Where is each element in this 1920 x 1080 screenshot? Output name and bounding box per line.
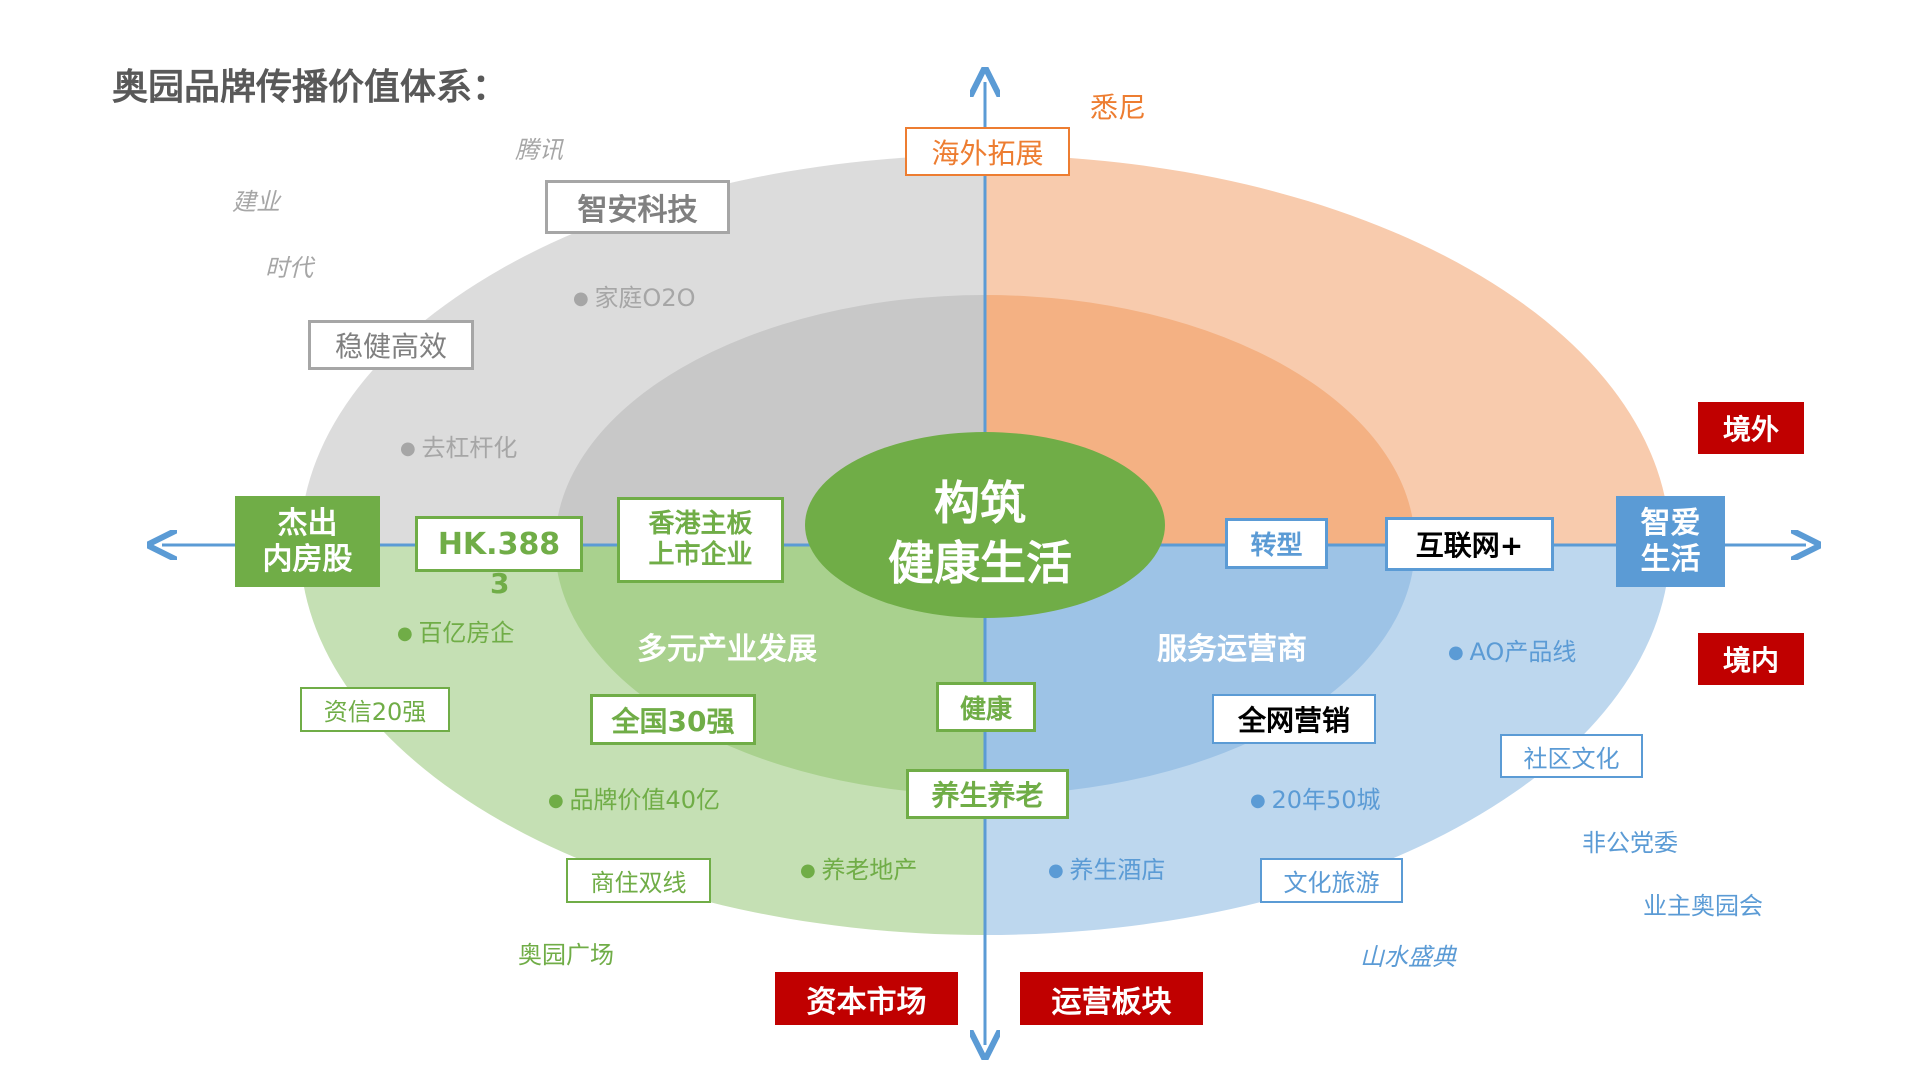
inner-quadrant-bottom-left [555,545,985,795]
box-community-culture: 社区文化 [1500,734,1643,778]
label-sydney: 悉尼 [1090,91,1147,124]
dot-label-elderly-estate: 养老地产 [800,850,917,885]
center-label: 构筑 健康生活 [800,473,1160,593]
box-hk-main-board: 香港主板 上市企业 [617,497,784,583]
label-jianye: 建业 [232,188,280,216]
dot-label-ao-product-line: AO产品线 [1448,632,1576,667]
dot-label-brand-value: 品牌价值40亿 [548,780,720,815]
tag-capital-market: 资本市场 [775,972,958,1025]
inner-quadrant-bottom-right [985,545,1415,795]
box-zixin-20: 资信20强 [300,687,450,732]
dot-label-deleverage: 去杠杆化 [400,428,517,463]
box-internet-plus: 互联网+ [1385,517,1554,571]
box-all-net-marketing: 全网营销 [1212,694,1376,744]
hk-main-board-line-2: 上市企业 [648,540,753,570]
box-wenjian-gaoxiao: 稳健高效 [308,320,474,370]
box-transformation: 转型 [1225,518,1328,569]
box-national-30: 全国30强 [590,694,756,745]
axis-right-line-2: 生活 [1640,541,1701,577]
box-zhian-tech: 智安科技 [545,180,730,234]
dot-label-health-hotel: 养生酒店 [1048,850,1165,885]
box-health: 健康 [936,682,1036,732]
axis-left-line-2: 内房股 [262,541,353,577]
axis-right-line-1: 智爱 [1640,505,1701,541]
box-yangsheng-yanglao: 养生养老 [906,769,1069,819]
hk-main-board-line-1: 香港主板 [648,508,753,539]
page-title: 奥园品牌传播价值体系： [112,67,509,108]
label-shanshui-ceremony: 山水盛典 [1360,943,1456,971]
center-line-1: 构筑 [934,476,1026,530]
label-shidai: 时代 [265,254,313,282]
dot-label-baiyi: 百亿房企 [397,613,514,648]
box-shangzhu: 商住双线 [566,858,711,903]
box-hk-3883-overflow: 3 [490,567,510,600]
quadrant-label-diversified: 多元产业发展 [637,632,817,667]
box-hk-3883: HK.388 [415,516,583,572]
label-aoyuan-plaza: 奥园广场 [518,941,614,969]
label-nonpublic-party: 非公党委 [1582,829,1678,857]
dot-label-family-o2o: 家庭O2O [573,278,695,313]
axis-left-box: 杰出 内房股 [235,496,380,587]
dot-label-20-years-50-cities: 20年50城 [1250,780,1380,815]
label-owners-club: 业主奥园会 [1643,892,1763,920]
box-culture-travel: 文化旅游 [1260,858,1403,903]
axis-right-box: 智爱 生活 [1616,496,1725,587]
tag-operations: 运营板块 [1020,972,1203,1025]
box-overseas-expansion: 海外拓展 [905,127,1070,176]
tag-overseas: 境外 [1698,402,1804,454]
tag-domestic: 境内 [1698,633,1804,685]
center-ellipse [805,432,1165,618]
label-tencent: 腾讯 [515,136,563,164]
center-line-2: 健康生活 [888,536,1072,590]
quadrant-label-service-operator: 服务运营商 [1157,632,1307,667]
axis-left-line-1: 杰出 [277,505,338,541]
